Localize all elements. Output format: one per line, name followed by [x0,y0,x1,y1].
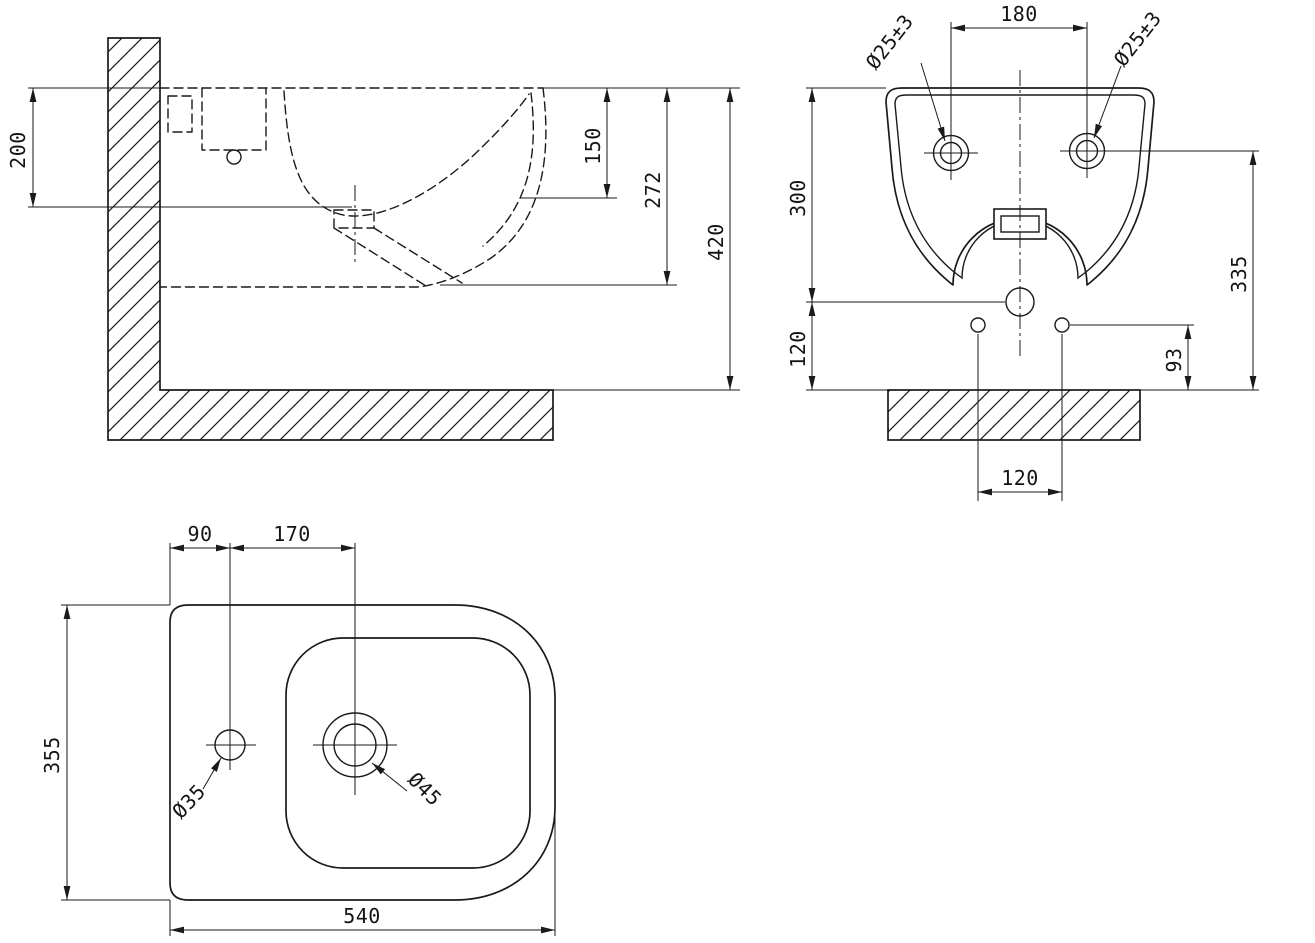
extension-line [1106,150,1259,391]
side-drain-box [333,209,375,229]
hole-right-label: Ø25±3 [1109,7,1167,71]
side-dimensions: 200 150 272 420 [6,87,740,391]
plan-dimensions: Ø35 Ø45 90 170 355 [40,522,556,936]
dim-90-label: 90 [187,522,212,546]
extension-line [977,334,1063,501]
extension-line [61,604,170,901]
wall-floor-section [107,37,554,441]
side-view: 200 150 272 420 [6,37,740,441]
dim-300: 300 [786,87,1005,303]
side-faucet-hole [226,149,242,165]
leader-line [371,762,408,792]
extension-line [806,87,1005,303]
leader-line [202,757,222,790]
dim-90: 90 [169,522,356,795]
side-inner-rim [482,92,535,247]
floor-section-front [887,389,1141,441]
dim-180-label: 180 [1000,2,1038,26]
plan-outline [169,604,556,901]
dim-355-label: 355 [40,736,64,774]
dim-420-label: 420 [704,223,728,261]
extension-line [169,543,356,795]
dim-93: 93 [1070,324,1194,390]
drain-hole-label: Ø45 [403,767,447,811]
tap-hole-label: Ø35 [167,779,210,823]
dim-120-bottom-label: 120 [1001,466,1039,490]
side-bracket [201,87,267,151]
hole-left-label: Ø25±3 [861,10,919,74]
extension-line [520,87,740,199]
dim-120-bottom: 120 [977,334,1063,501]
dim-540: 540 [169,812,556,936]
crosshair [1060,124,1114,178]
extension-line [950,22,1088,132]
front-body-inner-line [894,94,1146,280]
crosshair [924,126,978,180]
plan-basin [285,637,531,869]
hole-inner-circle [939,141,963,165]
dim-200: 200 [6,87,352,208]
fixing-hole-left [924,126,978,180]
front-view: Ø25±3 Ø25±3 180 300 120 [786,2,1259,501]
dim-355: 355 [40,604,170,901]
fixing-hole-right [1060,124,1114,178]
side-outer-shell [159,87,547,288]
dim-272: 272 [440,88,677,286]
dim-170-label: 170 [273,522,311,546]
dim-150: 150 [520,87,740,199]
dim-300-label: 300 [786,179,810,217]
dim-540-label: 540 [343,904,381,928]
callout-tap-hole: Ø35 [167,757,222,823]
callout-hole-right: Ø25±3 [1093,7,1167,139]
plan-view: Ø35 Ø45 90 170 355 [40,522,556,936]
dim-335-label: 335 [1227,255,1251,293]
hole-outer-circle [1068,132,1106,170]
dim-170: 170 [230,522,355,552]
leader-line [920,62,946,142]
callout-hole-left: Ø25±3 [861,10,946,142]
dim-93-label: 93 [1162,347,1186,372]
side-inlet-box [167,95,193,133]
callout-drain-hole: Ø45 [371,762,447,811]
hole-inner-circle [1075,139,1099,163]
dim-120-left: 120 [786,302,888,391]
tap-hole [206,729,256,761]
outlet-hole-right [1054,317,1070,333]
dim-200-label: 200 [6,131,30,169]
front-body-outline [885,87,1155,286]
extension-line [28,87,352,208]
dim-150-label: 150 [581,127,605,165]
dim-420: 420 [553,88,740,391]
bidet-side-profile [159,87,547,288]
outlet-hole-left [970,317,986,333]
side-bowl-curve [283,90,530,217]
dim-120-left-label: 120 [786,330,810,368]
dim-272-label: 272 [641,171,665,209]
side-outlet-pipe [333,227,463,287]
hole-outer-circle [932,134,970,172]
leader-line [1093,65,1122,139]
dim-335: 335 [1106,150,1259,391]
dim-180: 180 [950,2,1088,132]
drain-hole-front [1005,287,1035,317]
